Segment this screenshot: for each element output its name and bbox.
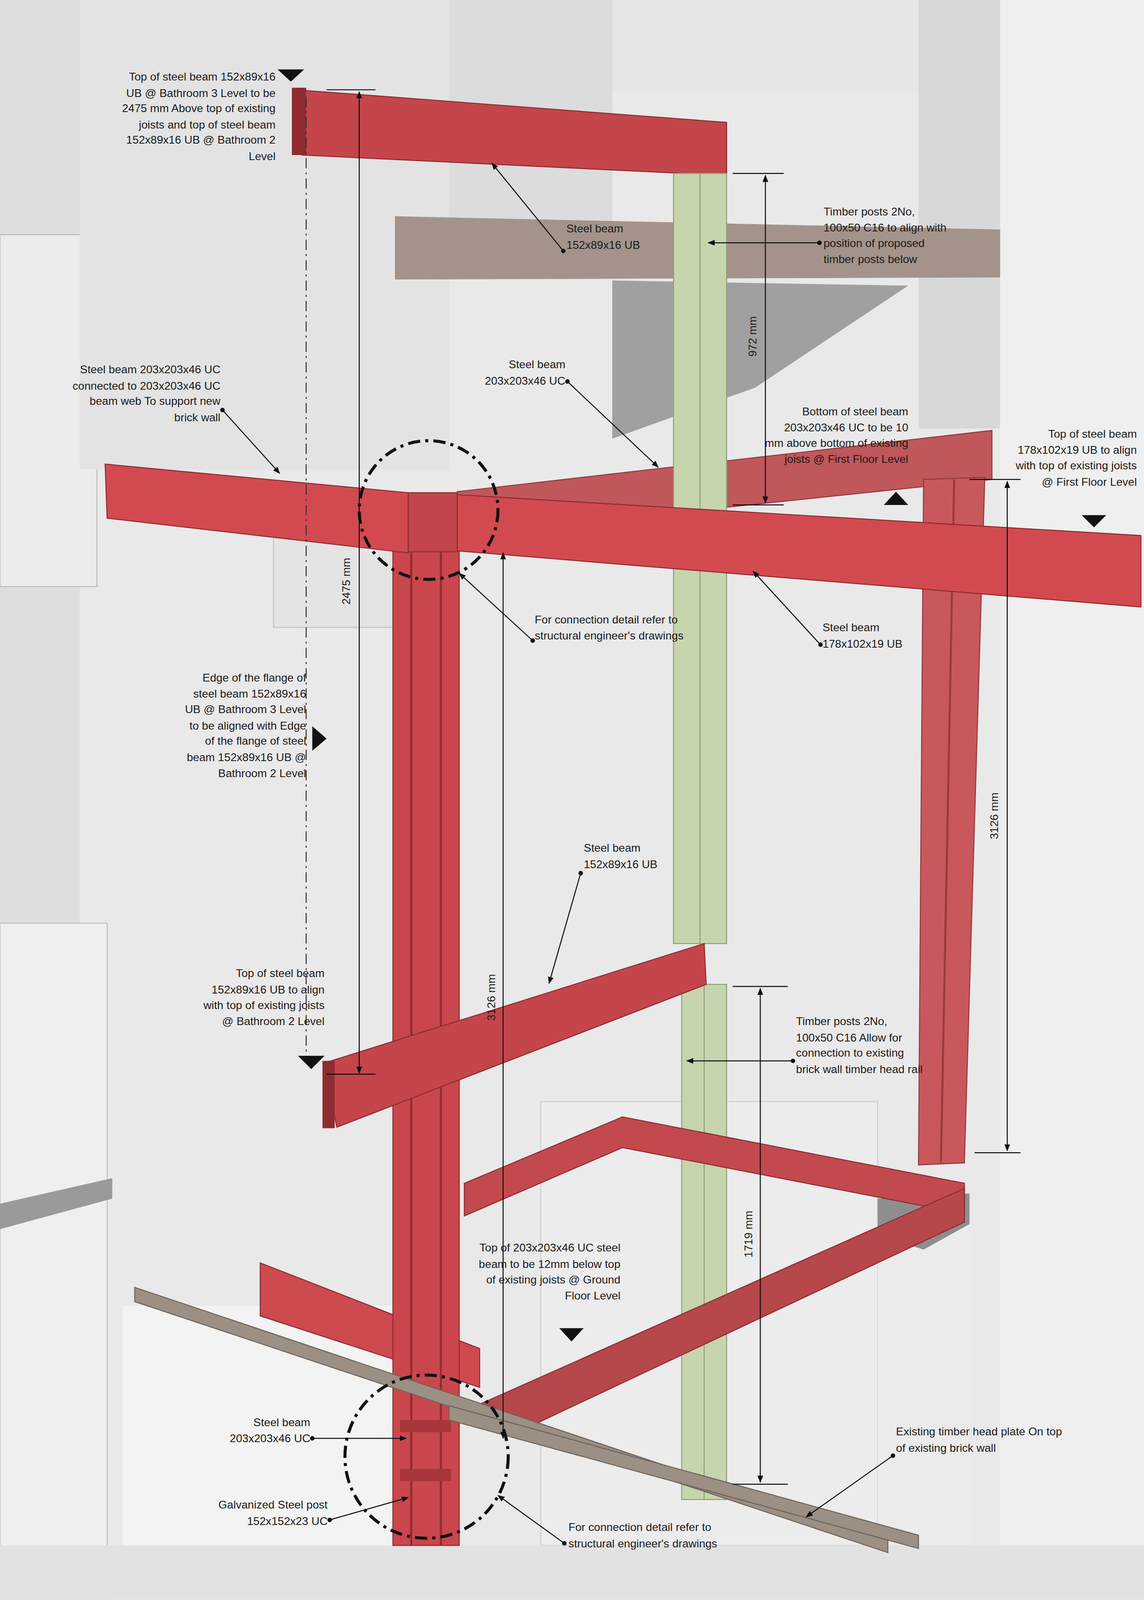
annotation-label: Steel beam 152x89x16 UB xyxy=(583,841,681,874)
annotation-label: Bottom of steel beam 203x203x46 UC to be… xyxy=(763,404,909,468)
dimension-label: 3126 mm xyxy=(987,793,1004,840)
annotation-label: Steel beam 178x102x19 UB xyxy=(822,620,920,653)
annotation-label: Steel beam 203x203x46 UC connected to 20… xyxy=(71,362,221,427)
annotation-label: Top of steel beam 152x89x16 UB to align … xyxy=(189,966,325,1031)
annotation-label: For connection detail refer to structura… xyxy=(568,1520,737,1553)
annotation-label: Steel beam 203x203x46 UC xyxy=(477,357,566,390)
annotation-label: Top of steel beam 152x89x16 UB @ Bathroo… xyxy=(110,69,276,166)
annotation-label: Timber posts 2No, 100x50 C16 to align wi… xyxy=(823,204,952,268)
annotation-label: Steel beam 203x203x46 UC xyxy=(202,1415,311,1448)
annotation-label: Existing timber head plate On top of exi… xyxy=(895,1424,1070,1457)
dimension-label: 3126 mm xyxy=(483,974,500,1021)
annotation-label: Top of steel beam 178x102x19 UB to align… xyxy=(1010,426,1138,491)
annotation-label: Top of 203x203x46 UC steel beam to be 12… xyxy=(475,1241,621,1305)
annotation-label: Edge of the flange of steel beam 152x89x… xyxy=(181,670,307,782)
annotation-label: Steel beam 152x89x16 UB xyxy=(566,221,659,254)
dimension-label: 2475 mm xyxy=(339,558,356,605)
dimension-label: 1719 mm xyxy=(740,1211,757,1258)
dimension-label: 972 mm xyxy=(744,316,761,357)
annotation-label: Galvanized Steel post 152x152x23 UC xyxy=(199,1498,328,1531)
annotation-label: For connection detail refer to structura… xyxy=(534,612,699,645)
annotation-label: Timber posts 2No, 100x50 C16 Allow for c… xyxy=(796,1014,924,1079)
